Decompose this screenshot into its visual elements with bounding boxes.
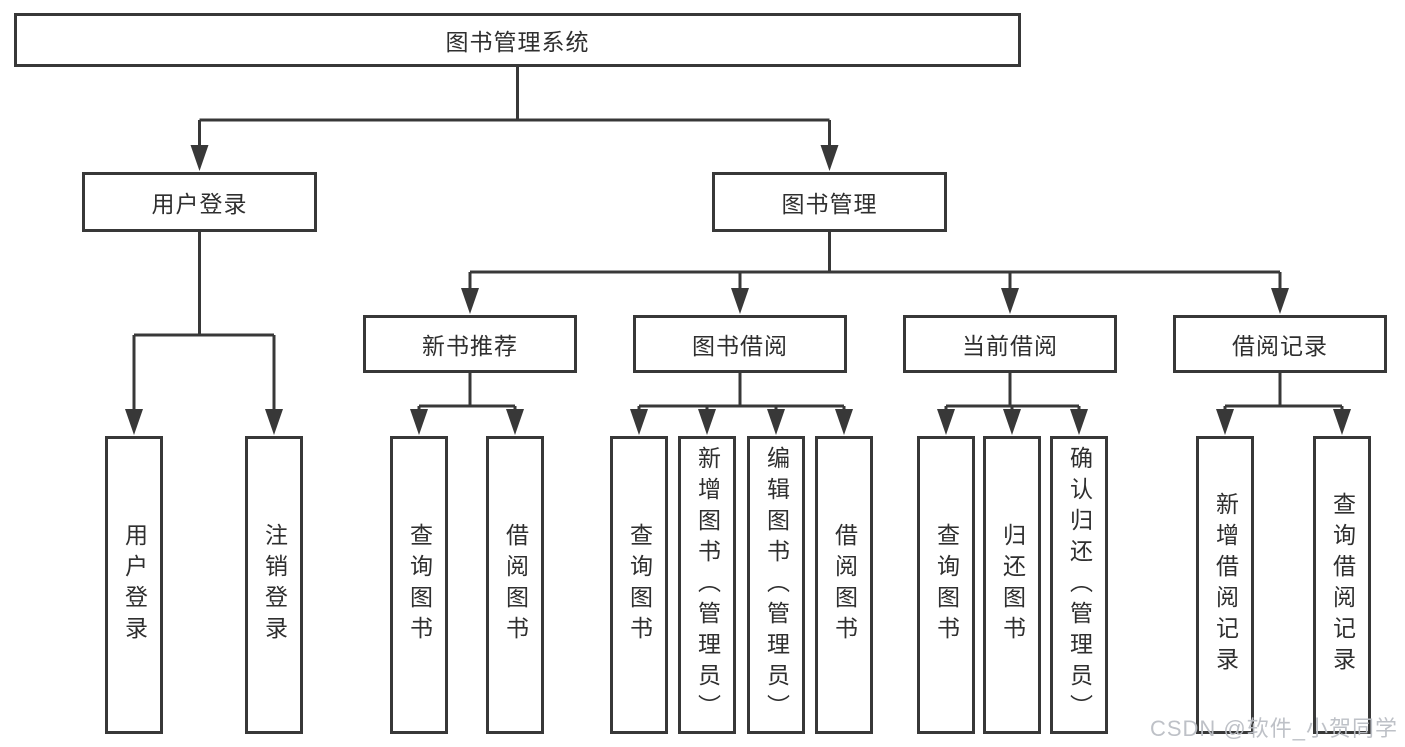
leaf-logout: 注销登录 xyxy=(245,436,303,734)
node-current-borrowing: 当前借阅 xyxy=(903,315,1117,373)
node-book-borrowing: 图书借阅 xyxy=(633,315,847,373)
arrowhead-icons xyxy=(125,145,1351,435)
leaf-query-books-borrow: 查询图书 xyxy=(610,436,668,734)
leaf-borrow-books-recommend: 借阅图书 xyxy=(486,436,544,734)
csdn-watermark: CSDN @软件_小贺同学 xyxy=(1149,716,1398,741)
leaf-query-books-recommend: 查询图书 xyxy=(390,436,448,734)
leaf-return-books: 归还图书 xyxy=(983,436,1041,734)
node-new-book-recommend: 新书推荐 xyxy=(363,315,577,373)
node-library-management-system: 图书管理系统 xyxy=(14,13,1021,67)
leaf-edit-books-admin: 编辑图书（管理员） xyxy=(747,436,805,734)
node-user-login: 用户登录 xyxy=(82,172,317,232)
leaf-query-borrow-record: 查询借阅记录 xyxy=(1313,436,1371,734)
leaf-query-books-current: 查询图书 xyxy=(917,436,975,734)
leaf-confirm-return-admin: 确认归还（管理员） xyxy=(1050,436,1108,734)
leaf-add-books-admin: 新增图书（管理员） xyxy=(678,436,736,734)
node-book-management: 图书管理 xyxy=(712,172,947,232)
leaf-user-login: 用户登录 xyxy=(105,436,163,734)
node-borrowing-records: 借阅记录 xyxy=(1173,315,1387,373)
leaf-borrow-books: 借阅图书 xyxy=(815,436,873,734)
leaf-add-borrow-record: 新增借阅记录 xyxy=(1196,436,1254,734)
